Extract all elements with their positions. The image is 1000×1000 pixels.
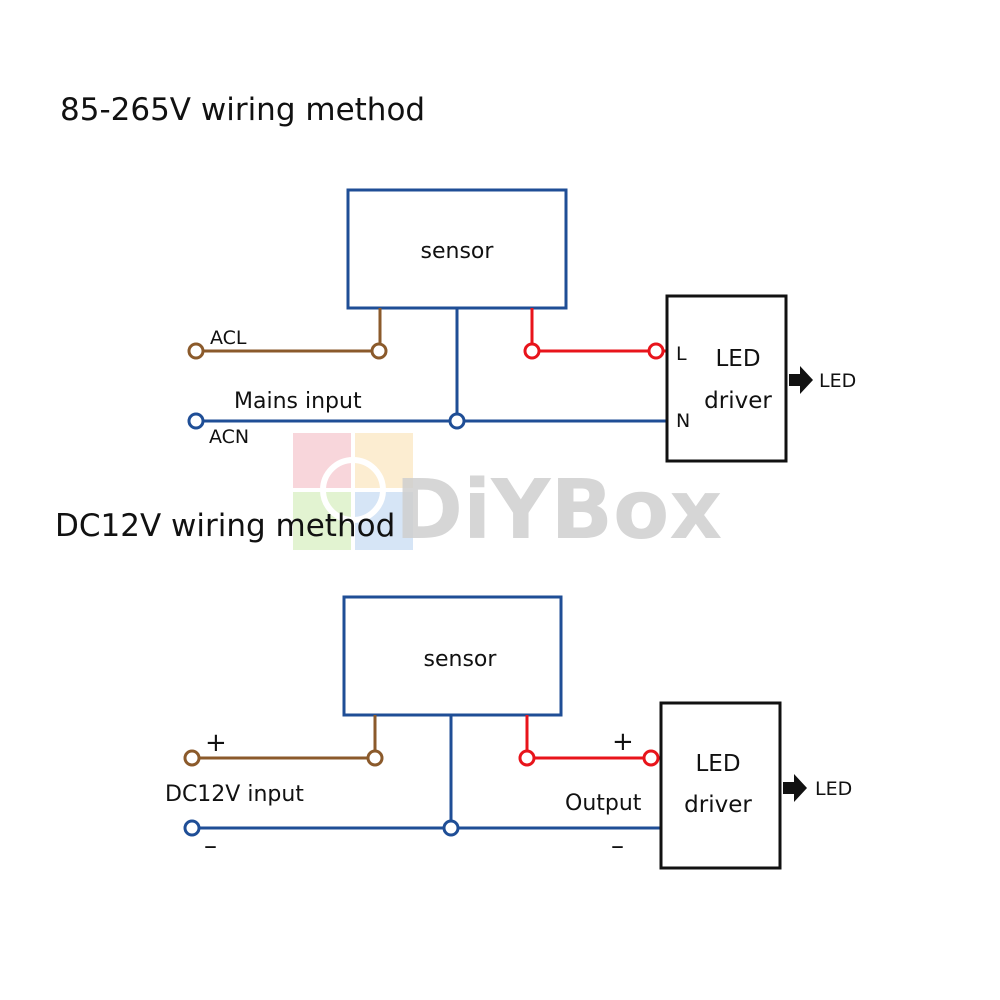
watermark-logo [293, 433, 413, 550]
dc-output-arrow-icon [783, 774, 807, 802]
ac-acn-label: ACN [209, 426, 249, 448]
dc-minus-out-label: – [611, 831, 624, 861]
ac-driver-label-2: driver [704, 388, 772, 414]
ac-l-label: L [676, 343, 687, 365]
ac-title: 85-265V wiring method [60, 92, 425, 128]
dc-minus-wire [183, 715, 661, 837]
dc-output-led-label: LED [815, 778, 852, 800]
ac-driver-box [665, 294, 788, 463]
watermark-text: DiYBox [395, 463, 722, 558]
ac-output-arrow-icon [789, 366, 813, 394]
dc-plus-wire [183, 715, 384, 767]
dc-title: DC12V wiring method [55, 508, 395, 544]
ac-acn-wire [187, 308, 667, 430]
dc-plus-out-label: + [612, 727, 634, 757]
ac-output-led-label: LED [819, 370, 856, 392]
ac-acl-label: ACL [210, 327, 247, 349]
ac-sensor-label: sensor [421, 239, 495, 264]
dc-sensor-label: sensor [424, 647, 498, 672]
ac-n-label: N [676, 410, 690, 432]
ac-l-wire [523, 308, 667, 360]
dc-driver-box [659, 701, 782, 870]
dc-minus-in-label: – [204, 831, 217, 861]
dc-driver-label-2: driver [684, 792, 752, 818]
dc-driver-label-1: LED [695, 751, 740, 777]
dc-input-label: DC12V input [165, 782, 304, 807]
dc-output-label: Output [565, 791, 642, 816]
dc-plus-out-wire [518, 715, 661, 767]
ac-driver-label-1: LED [715, 346, 760, 372]
ac-mains-label: Mains input [234, 389, 362, 414]
ac-acl-wire [187, 308, 388, 360]
dc-sensor-box [342, 595, 563, 717]
dc-plus-in-label: + [205, 728, 227, 758]
